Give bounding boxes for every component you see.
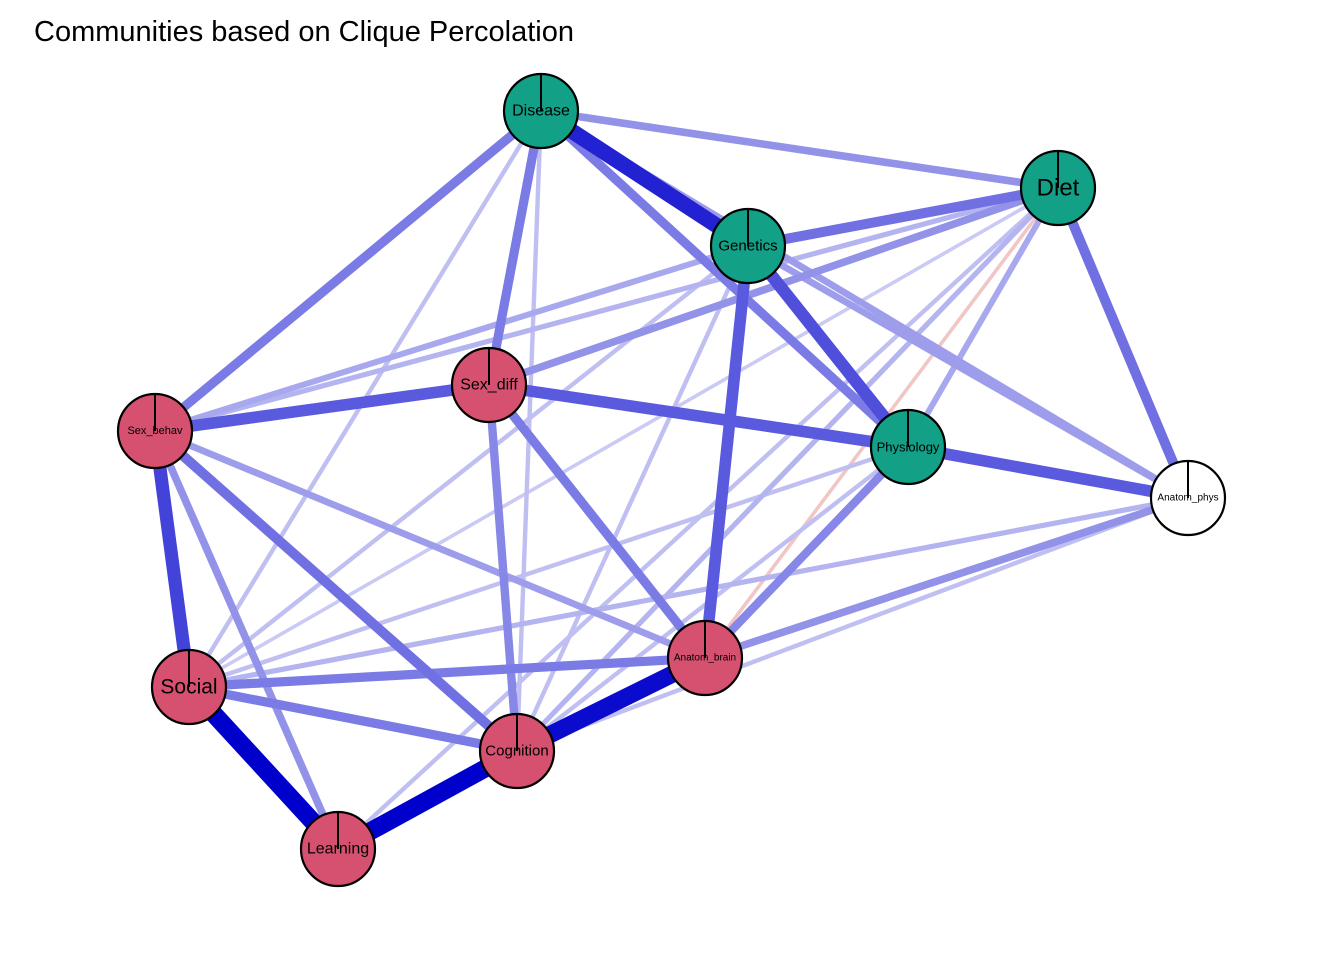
- edge-cognition-anatom_phys: [516, 495, 1189, 754]
- edge-disease-physiology: [537, 107, 912, 451]
- edge-genetics-physiology: [743, 242, 913, 451]
- node-label: Learning: [307, 841, 369, 858]
- edge-social-anatom_phys: [188, 495, 1189, 690]
- edge-sex_behav-sex_diff: [154, 379, 490, 437]
- node-label: Physiology: [877, 440, 940, 455]
- edge-social-diet: [188, 186, 1059, 689]
- node-label: Diet: [1037, 175, 1080, 202]
- edge-layer: [148, 104, 1193, 857]
- edge-anatom_brain-anatom_phys: [703, 494, 1190, 662]
- edge-disease-sex_diff: [484, 110, 546, 386]
- node-learning: Learning: [299, 810, 377, 888]
- edge-sex_behav-diet: [154, 185, 1059, 434]
- figure-title: Communities based on Clique Percolation: [34, 16, 575, 48]
- node-disease: Disease: [502, 72, 580, 150]
- edge-diet-physiology: [905, 186, 1061, 449]
- node-label: Anatom_brain: [674, 653, 736, 664]
- edge-anatom_brain-physiology: [701, 444, 912, 661]
- edge-sex_behav-social: [148, 430, 196, 688]
- node-sex_diff: Sex_diff: [450, 346, 528, 424]
- edge-physiology-anatom_phys: [906, 441, 1190, 504]
- edge-social-physiology: [188, 444, 909, 690]
- edge-disease-genetics: [536, 104, 753, 253]
- edge-sex_diff-cognition: [484, 384, 522, 752]
- node-label: Sex_diff: [460, 377, 518, 394]
- node-label: Disease: [512, 103, 570, 120]
- node-cognition: Cognition: [478, 712, 556, 790]
- node-physiology: Physiology: [869, 408, 947, 486]
- edge-social-anatom_brain: [188, 653, 706, 692]
- node-genetics: Genetics: [709, 207, 787, 285]
- edge-sex_behav-anatom_brain: [153, 427, 707, 662]
- node-diet: Diet: [1019, 149, 1097, 227]
- node-social: Social: [150, 648, 228, 726]
- node-anatom_brain: Anatom_brain: [666, 619, 744, 697]
- node-sex_behav: Sex_behav: [116, 392, 194, 470]
- node-label: Genetics: [718, 238, 777, 255]
- node-label: Social: [160, 676, 217, 699]
- edge-sex_diff-physiology: [488, 379, 909, 453]
- edge-disease-sex_behav: [152, 107, 544, 435]
- node-label: Sex_behav: [127, 425, 183, 437]
- edge-social-cognition: [188, 682, 518, 756]
- node-label: Cognition: [485, 743, 548, 760]
- edge-disease-diet: [540, 107, 1059, 192]
- edge-sex_behav-cognition: [151, 427, 521, 755]
- node-anatom_phys: Anatom_phys: [1149, 459, 1227, 537]
- edge-diet-anatom_phys: [1053, 186, 1193, 500]
- edge-social-genetics: [187, 244, 750, 689]
- node-layer: DiseaseDietGeneticsSex_diffSex_behavPhys…: [116, 72, 1227, 888]
- edge-diet-genetics: [747, 183, 1059, 251]
- node-label: Anatom_phys: [1157, 493, 1218, 504]
- edge-cognition-diet: [515, 186, 1060, 753]
- edge-genetics-anatom_brain: [699, 245, 754, 659]
- edge-sex_behav-learning: [151, 429, 342, 851]
- edge-sex_diff-anatom_brain: [485, 382, 709, 661]
- edge-sex_behav-genetics: [154, 243, 749, 434]
